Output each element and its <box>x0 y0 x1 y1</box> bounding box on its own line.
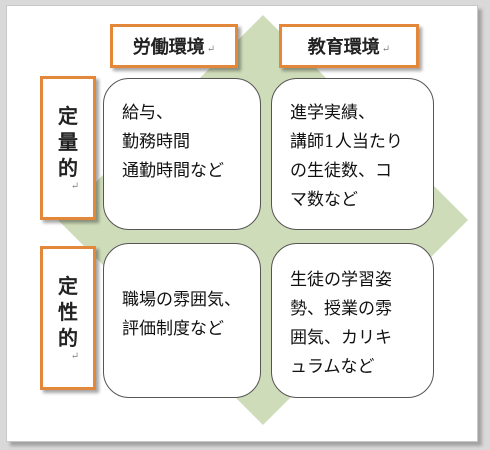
row-header-quantitative-char-1: 定 <box>58 104 78 128</box>
cell-qualitative-education: 生徒の学習姿 勢、授業の雰 囲気、カリキ ュラムなど <box>271 243 434 398</box>
column-header-education: 教育環境↵ <box>279 24 419 68</box>
paragraph-mark-icon: ↵ <box>70 351 80 362</box>
row-header-qualitative-char-2: 性 <box>58 300 78 324</box>
row-header-quantitative-char-2: 量 <box>58 130 78 154</box>
column-header-labor: 労働環境↵ <box>110 24 238 68</box>
cell-quantitative-education: 進学実績、 講師1人当たり の生徒数、コ マ数など <box>271 78 434 230</box>
cell-quantitative-labor: 給与、 勤務時間 通勤時間など <box>103 78 261 230</box>
paragraph-mark-icon: ↵ <box>206 44 216 55</box>
cell-qualitative-labor: 職場の雰囲気、 評価制度など <box>103 243 261 398</box>
row-header-quantitative: 定 量 的 ↵ <box>40 76 96 220</box>
paragraph-mark-icon: ↵ <box>381 44 391 55</box>
row-header-quantitative-char-3: 的 <box>58 156 78 180</box>
row-header-qualitative-char-1: 定 <box>58 274 78 298</box>
row-header-qualitative: 定 性 的 ↵ <box>40 246 96 390</box>
paragraph-mark-icon: ↵ <box>70 181 80 192</box>
column-header-labor-label: 労働環境 <box>132 37 205 58</box>
row-header-qualitative-char-3: 的 <box>58 326 78 350</box>
column-header-education-label: 教育環境 <box>307 37 380 58</box>
